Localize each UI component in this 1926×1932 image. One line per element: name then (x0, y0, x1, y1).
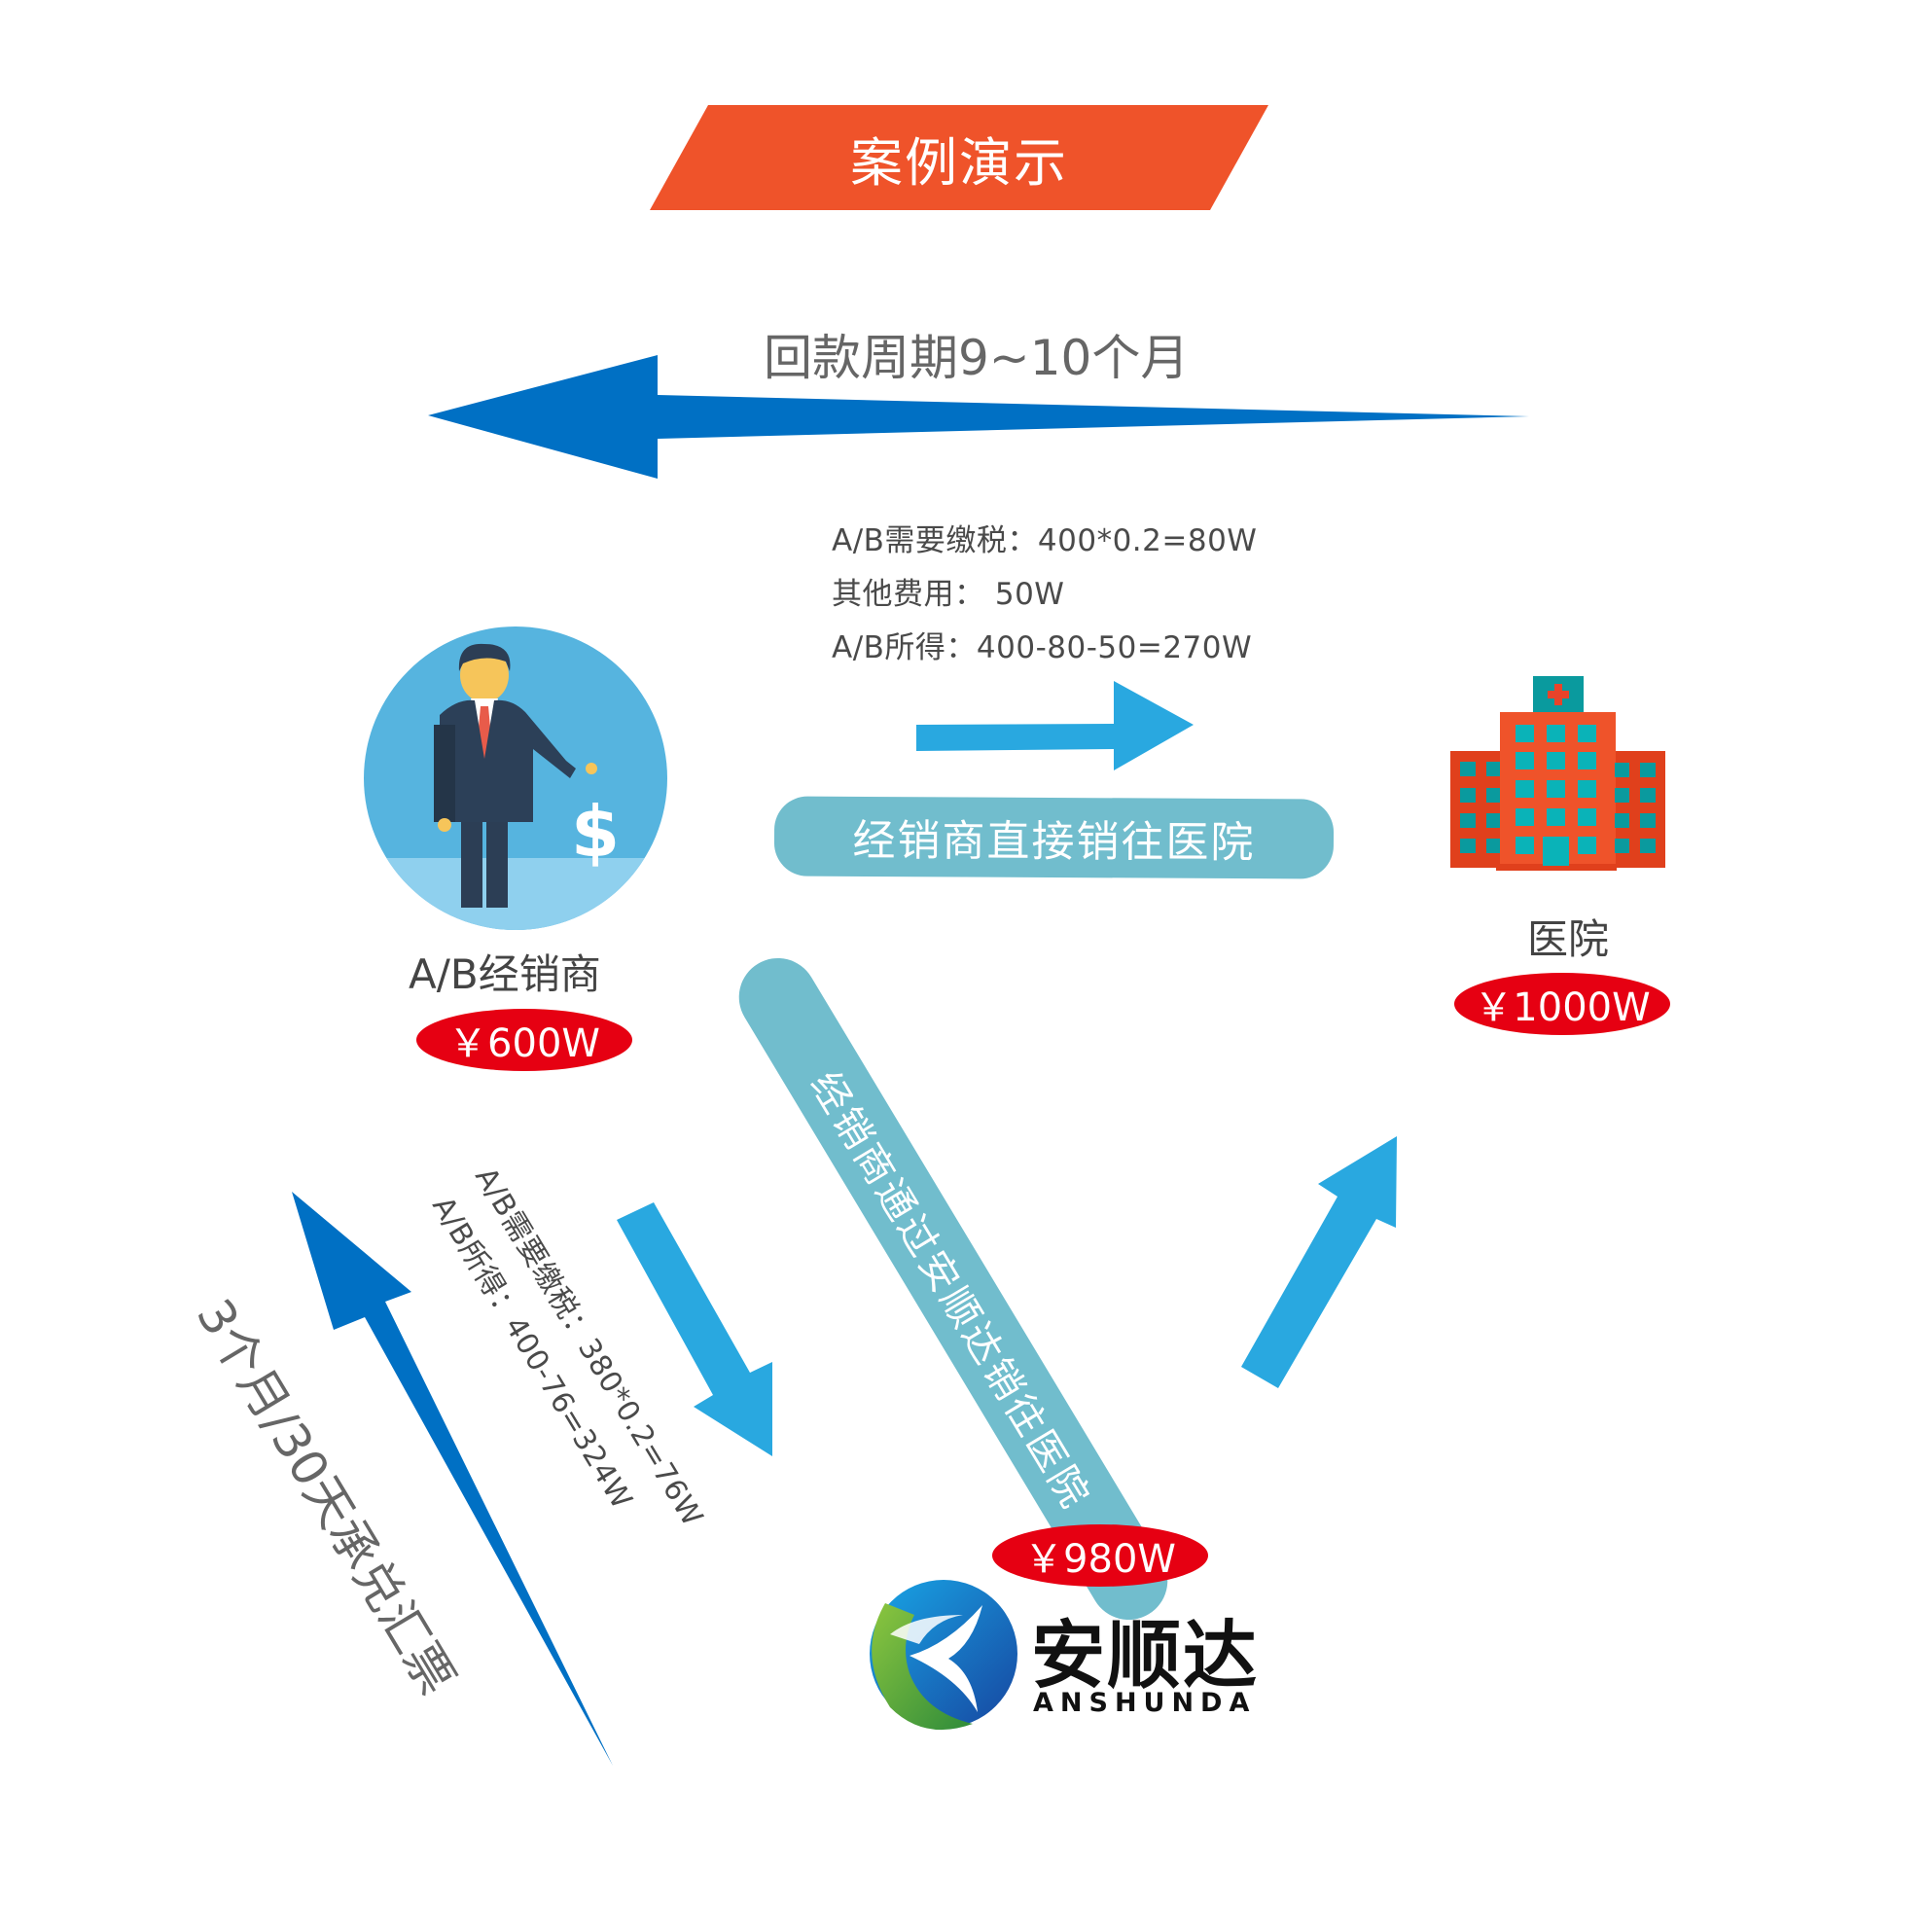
dealer-amount-badge: ￥600W (416, 1009, 632, 1071)
businessman-dollar-icon: $ (364, 626, 667, 930)
hospital-label: 医院 (1527, 915, 1610, 963)
direct-income-line: A/B所得：400-80-50=270W (832, 630, 1253, 665)
payback-arrow-top (428, 355, 1529, 479)
page-title: 案例演示 (850, 131, 1068, 194)
anshunda-brand-latin: ANSHUNDA (1033, 1688, 1257, 1718)
anshunda-brand-name: 安顺达 (1031, 1612, 1259, 1699)
dealer-label: A/B经销商 (409, 950, 601, 998)
direct-tax-line: A/B需要缴税：400*0.2=80W (832, 523, 1258, 558)
direct-route-label: 经销商直接销往医院 (773, 796, 1335, 879)
anshunda-amount-badge: ￥980W (992, 1524, 1208, 1587)
payback-arrow-left (292, 1192, 613, 1766)
direct-other-fees-line: 其他费用： 50W (832, 577, 1065, 612)
anshunda-logo-icon (870, 1580, 1017, 1731)
direct-arrow (916, 681, 1194, 770)
payback-period-label: 回款周期9~10个月 (764, 330, 1190, 386)
title-banner (650, 105, 1268, 210)
hospital-amount-badge: ￥1000W (1454, 973, 1670, 1035)
anshunda-to-hospital-arrow (1241, 1136, 1397, 1388)
dealer-to-anshunda-arrow (617, 1202, 772, 1456)
svg-text:$: $ (571, 791, 620, 873)
hospital-building-icon (1450, 676, 1665, 871)
